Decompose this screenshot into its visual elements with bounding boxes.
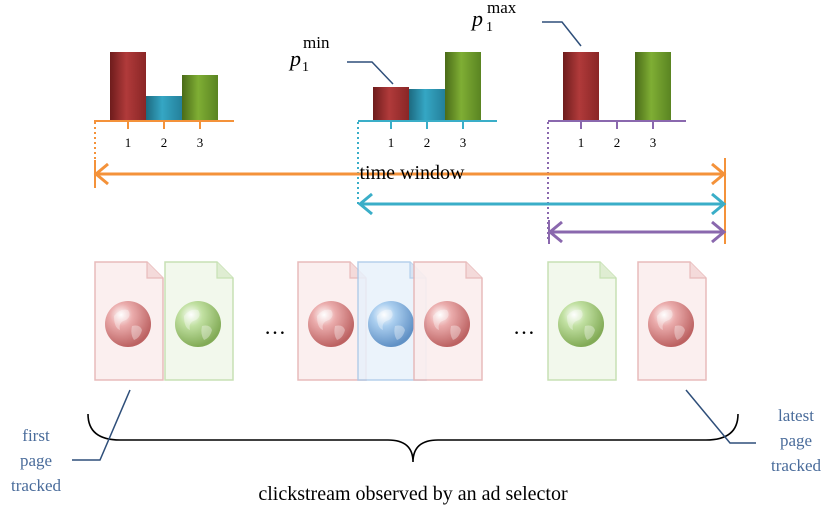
orange-window-arrow bbox=[93, 158, 727, 244]
hist1-bar-1 bbox=[110, 52, 146, 120]
globe-page-icon bbox=[94, 261, 164, 381]
hist2-tick-label: 3 bbox=[460, 135, 467, 150]
ellipsis-1: … bbox=[264, 314, 286, 339]
ellipsis-2: … bbox=[513, 314, 535, 339]
globe-page-icon bbox=[547, 261, 617, 381]
first-page-callout-line bbox=[72, 389, 131, 461]
latest-page-line-1: latest bbox=[778, 406, 814, 425]
latest-page-callout-line bbox=[685, 389, 756, 444]
globe-page-icon bbox=[413, 261, 483, 381]
p-max-superscript: max bbox=[487, 0, 517, 17]
globe-page-icon bbox=[357, 261, 427, 381]
p-max-callout-line bbox=[542, 21, 582, 47]
hist3-bar-1 bbox=[563, 52, 599, 120]
histogram-3: 1 2 3 bbox=[547, 52, 686, 240]
clickstream-pages bbox=[94, 261, 707, 381]
latest-page-line-2: page bbox=[780, 431, 812, 450]
globe-page-icon bbox=[164, 261, 234, 381]
hist2-tick-label: 2 bbox=[424, 135, 431, 150]
time-window-label: time window bbox=[360, 162, 466, 184]
first-page-line-1: first bbox=[22, 426, 50, 445]
hist2-tick-label: 1 bbox=[388, 135, 395, 150]
hist3-bar-3 bbox=[635, 52, 671, 120]
hist2-bar-3 bbox=[445, 52, 481, 120]
histogram-1: 1 2 3 bbox=[94, 52, 234, 170]
hist3-tick-label: 2 bbox=[614, 135, 621, 150]
hist1-tick-label: 1 bbox=[125, 135, 132, 150]
latest-page-line-3: tracked bbox=[771, 456, 822, 475]
first-page-line-3: tracked bbox=[11, 476, 62, 495]
p-max-subscript: 1 bbox=[486, 20, 493, 35]
hist3-tick-label: 3 bbox=[650, 135, 657, 150]
p-min-subscript: 1 bbox=[302, 60, 309, 75]
p-min-base: p bbox=[288, 46, 301, 71]
clickstream-brace bbox=[87, 413, 739, 463]
first-page-line-2: page bbox=[20, 451, 52, 470]
cyan-window-arrow bbox=[357, 192, 727, 216]
p-max-label: p 1 max bbox=[470, 0, 582, 47]
globe-page-icon bbox=[297, 261, 367, 381]
globe-page-icon bbox=[637, 261, 707, 381]
histogram-2: 1 2 3 bbox=[357, 52, 497, 205]
purple-window-arrow bbox=[547, 220, 727, 244]
brace-caption: clickstream observed by an ad selector bbox=[258, 483, 568, 505]
hist2-bar-1 bbox=[373, 87, 409, 120]
hist1-tick-label: 3 bbox=[197, 135, 204, 150]
latest-page-label: latest page tracked bbox=[685, 389, 822, 475]
first-page-label: first page tracked bbox=[11, 389, 131, 495]
hist1-tick-label: 2 bbox=[161, 135, 168, 150]
hist1-bar-2 bbox=[146, 96, 182, 120]
hist2-bar-2 bbox=[409, 89, 445, 120]
p-min-superscript: min bbox=[303, 33, 330, 52]
p-max-base: p bbox=[470, 6, 483, 31]
p-min-callout-line bbox=[347, 61, 394, 85]
p-min-label: p 1 min bbox=[288, 33, 394, 85]
hist1-bar-3 bbox=[182, 75, 218, 120]
hist3-tick-label: 1 bbox=[578, 135, 585, 150]
